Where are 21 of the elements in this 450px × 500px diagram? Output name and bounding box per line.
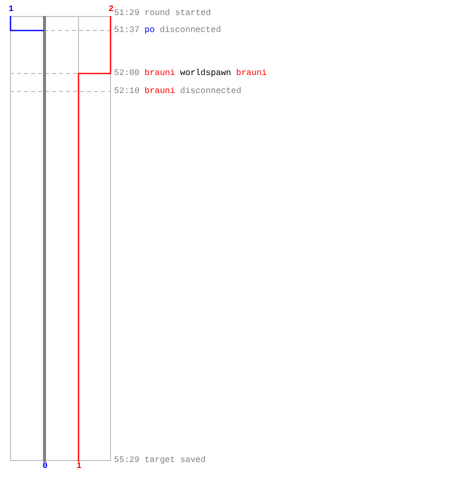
timestamp: 52:00	[114, 68, 140, 78]
timestamp: 52:10	[114, 86, 140, 96]
timeline-line	[78, 16, 112, 462]
player-name: brauni	[144, 86, 176, 96]
player-number: 0	[42, 462, 48, 471]
timeline-line	[10, 16, 44, 32]
player-name: po	[144, 25, 155, 35]
event-text: worldspawn	[180, 68, 232, 78]
timestamp: 55:29	[114, 455, 140, 465]
timeline-line	[43, 16, 46, 462]
timestamp: 51:37	[114, 25, 140, 35]
event-text: round started	[144, 8, 211, 18]
player-number: 1	[76, 462, 82, 471]
event-text: target saved	[144, 455, 206, 465]
player-name: brauni	[144, 68, 176, 78]
player-name: brauni	[236, 68, 267, 78]
event-text: disconnected	[160, 25, 221, 35]
event-text: disconnected	[180, 86, 242, 96]
player-number: 1	[8, 5, 14, 14]
player-number: 2	[108, 5, 114, 14]
timestamp: 51:29	[114, 8, 140, 18]
